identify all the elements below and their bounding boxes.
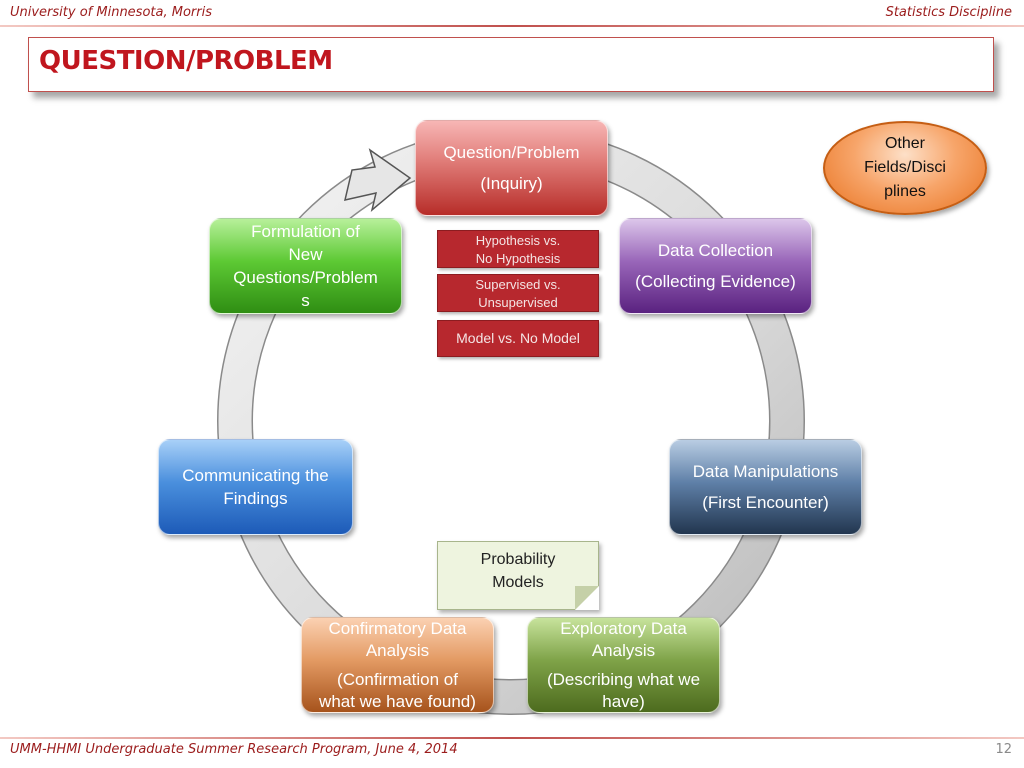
node-confirmatory-line3: (Confirmation of <box>337 669 458 689</box>
label-hypothesis: Hypothesis vs. No Hypothesis <box>437 230 599 268</box>
label-supervised: Supervised vs. Unsupervised <box>437 274 599 312</box>
note-folded-corner <box>575 586 599 610</box>
other-line2: Fields/Disci <box>864 159 946 176</box>
node-confirmatory-line1: Confirmatory Data <box>328 618 467 638</box>
ring-arrow-head <box>343 148 412 213</box>
node-formulation-line3: Questions/Problem <box>233 268 378 287</box>
node-formulation-line1: Formulation of <box>251 222 360 241</box>
other-line1: Other <box>884 135 925 152</box>
node-data-manipulations-title: Data Manipulations <box>692 462 839 481</box>
label-hypothesis-line2: No Hypothesis <box>475 251 561 266</box>
footer-program-label: UMM-HHMI Undergraduate Summer Research P… <box>10 742 458 757</box>
note-line2: Models <box>492 574 544 591</box>
node-confirmatory-line4: what we have found) <box>319 691 476 711</box>
label-supervised-line1: Supervised vs. <box>475 277 561 292</box>
other-fields-oval: Other Fields/Disci plines <box>823 121 987 215</box>
node-data-manipulations-subtitle: (First Encounter) <box>702 493 829 512</box>
label-model: Model vs. No Model <box>437 320 599 357</box>
other-line3: plines <box>884 183 926 200</box>
node-exploratory-analysis: Exploratory Data Analysis (Describing wh… <box>527 617 720 713</box>
node-question-subtitle: (Inquiry) <box>480 174 543 193</box>
node-data-collection-title: Data Collection <box>657 241 774 260</box>
discipline-label: Statistics Discipline <box>885 5 1012 20</box>
label-hypothesis-line1: Hypothesis vs. <box>475 233 561 248</box>
node-communicating-line1: Communicating the <box>182 466 329 485</box>
node-communicating-line2: Findings <box>223 489 288 508</box>
node-exploratory-line2: Analysis <box>591 640 656 660</box>
probability-models-note: Probability Models <box>437 541 599 610</box>
node-confirmatory-line2: Analysis <box>365 640 430 660</box>
node-data-collection: Data Collection (Collecting Evidence) <box>619 218 812 314</box>
page-title: QUESTION/PROBLEM <box>39 46 333 76</box>
footer-divider <box>0 737 1024 739</box>
node-exploratory-line4: have) <box>602 691 645 711</box>
label-supervised-line2: Unsupervised <box>478 295 558 310</box>
node-formulation-line4: s <box>301 291 310 310</box>
note-line1: Probability <box>480 551 556 568</box>
node-formulation-new-questions: Formulation of New Questions/Problem s <box>209 218 402 314</box>
node-question-title: Question/Problem <box>443 143 580 162</box>
institution-label: University of Minnesota, Morris <box>10 5 212 20</box>
node-question-problem: Question/Problem (Inquiry) <box>415 120 608 216</box>
node-communicating-findings: Communicating the Findings <box>158 439 353 535</box>
node-exploratory-line1: Exploratory Data <box>560 618 687 638</box>
node-exploratory-line3: (Describing what we <box>546 669 701 689</box>
header-divider <box>0 25 1024 27</box>
node-formulation-line2: New <box>288 245 323 264</box>
node-data-collection-subtitle: (Collecting Evidence) <box>635 272 796 291</box>
node-data-manipulations: Data Manipulations (First Encounter) <box>669 439 862 535</box>
node-confirmatory-analysis: Confirmatory Data Analysis (Confirmation… <box>301 617 494 713</box>
title-box: QUESTION/PROBLEM <box>28 37 994 92</box>
page-number: 12 <box>995 742 1012 757</box>
